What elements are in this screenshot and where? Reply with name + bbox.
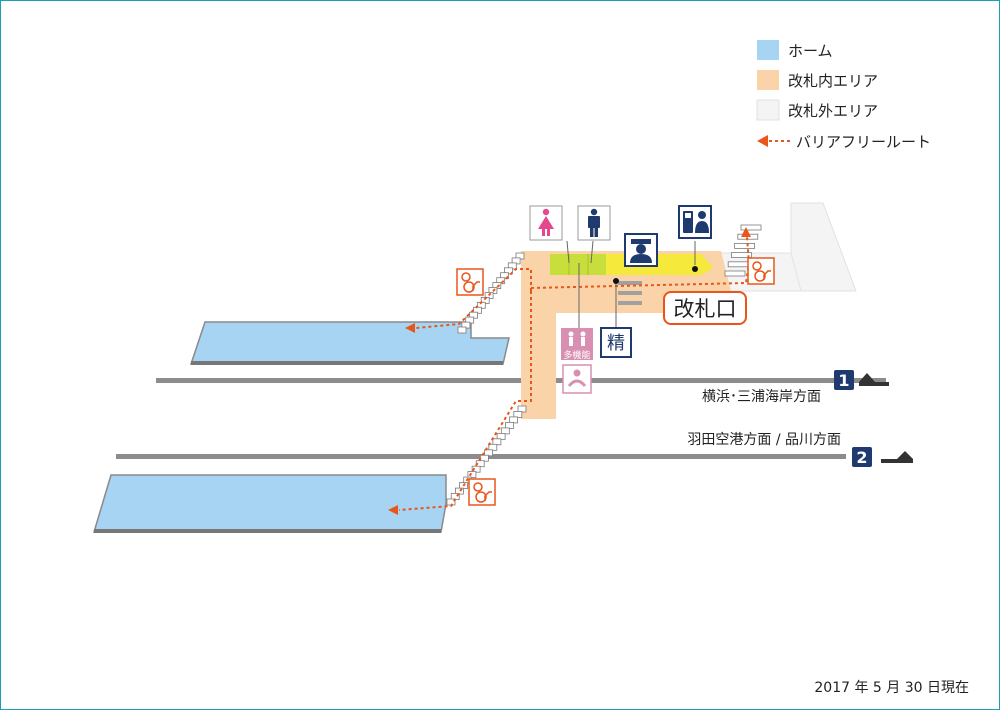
staircase-lower: [446, 405, 527, 506]
stair-step: [724, 270, 746, 277]
legend-swatch-platform: [757, 40, 779, 60]
multipurpose-toilet-icon: 多機能: [561, 328, 593, 361]
station-staff-icon: [624, 233, 658, 267]
route-arrow-exit: [741, 227, 751, 237]
route-arrow-lower: [388, 505, 398, 515]
fare-adjustment-icon: 精: [600, 327, 632, 358]
stair-step: [740, 224, 762, 231]
service-zone: [606, 254, 713, 275]
stair-step: [457, 326, 467, 334]
platform-lower: [92, 474, 447, 533]
legend-platform-label: ホーム: [788, 42, 833, 60]
staircase-upper: [457, 252, 525, 334]
dot-staff: [613, 278, 619, 284]
track-2-direction: 羽田空港方面 / 品川方面: [687, 432, 841, 448]
ticket-machine-icon: [678, 205, 712, 239]
wheelchair-stair-lift-icon: [468, 478, 496, 506]
legend-swatch-inside-gate: [757, 70, 779, 90]
train-icon-track-2: [881, 451, 913, 463]
gate-label-text: 改札口: [674, 297, 737, 321]
multipurpose-label: 多機能: [563, 349, 590, 361]
legend-route-arrow: [757, 135, 768, 147]
outside-gate-area: [790, 202, 857, 292]
dot-ticket-machine: [692, 266, 698, 272]
legend-inside-gate-label: 改札内エリア: [788, 72, 878, 90]
legend-outside-gate-label: 改札外エリア: [788, 102, 878, 120]
track-2-badge: 2: [852, 447, 872, 467]
track-1-direction: 横浜･三浦海岸方面: [702, 389, 821, 405]
wheelchair-stair-lift-icon: [456, 268, 484, 296]
stair-step: [731, 252, 752, 259]
track-2-number: 2: [856, 448, 867, 467]
legend: ホーム 改札内エリア 改札外エリア バリアフリールート: [756, 40, 931, 151]
platform-lower-edge: [94, 529, 441, 533]
route-arrow-upper: [405, 323, 415, 333]
barrier-free-route: [398, 236, 751, 511]
track-1-number: 1: [838, 371, 849, 390]
baby-care-icon: [562, 364, 592, 394]
fare-adjustment-label: 精: [607, 333, 625, 354]
legend-swatch-outside-gate: [756, 99, 780, 121]
date-stamp: 2017 年 5 月 30 日現在: [814, 680, 969, 696]
wheelchair-stair-lift-icon: [747, 257, 775, 285]
platform-upper-edge: [191, 361, 503, 365]
ticket-gate-2: [618, 291, 642, 295]
female-restroom-icon: [529, 205, 563, 241]
ticket-gate-1: [618, 281, 642, 285]
pointer-female-restroom: [566, 240, 570, 264]
restroom-zone: [550, 254, 606, 275]
route-upper: [415, 268, 532, 329]
route-concourse: [530, 236, 751, 289]
legend-barrier-free-label: バリアフリールート: [796, 133, 931, 151]
route-lower: [398, 291, 532, 511]
pointer-male-restroom: [590, 240, 594, 264]
track-1-badge: 1: [834, 370, 854, 390]
male-restroom-icon: [577, 205, 611, 241]
stair-step: [727, 261, 749, 268]
ticket-gate-3: [618, 301, 642, 305]
train-icon-track-1: [859, 373, 889, 386]
ticket-gate-label: 改札口: [663, 291, 747, 325]
stair-step: [734, 242, 755, 249]
